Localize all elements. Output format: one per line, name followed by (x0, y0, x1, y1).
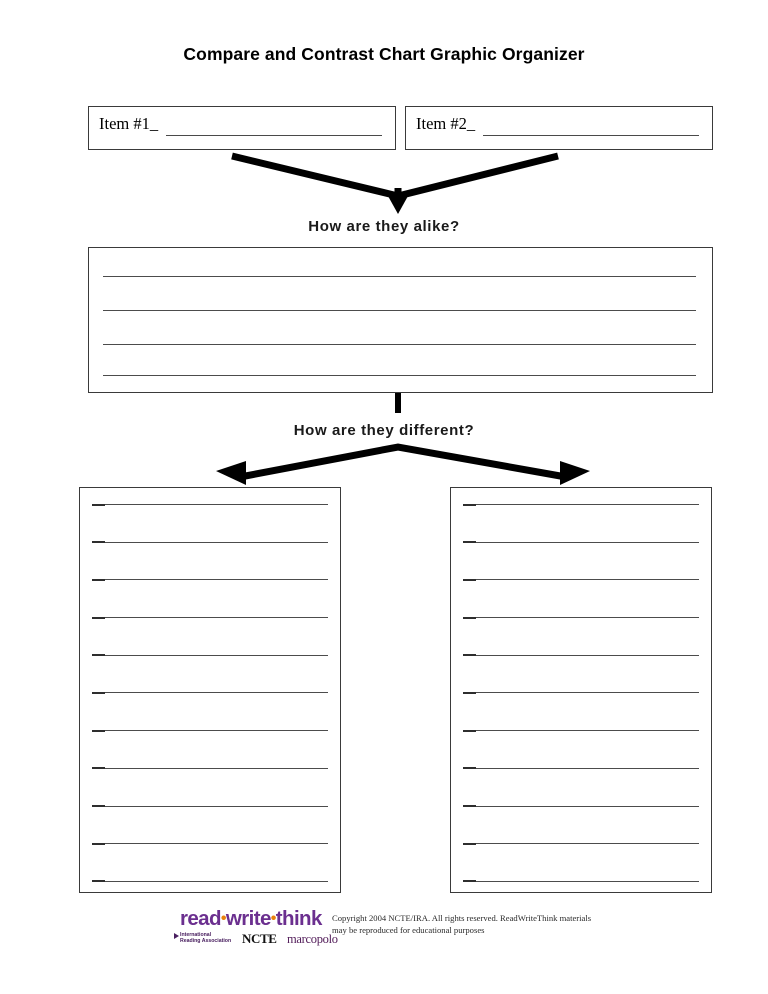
differences-right-write-line-8[interactable] (463, 767, 699, 770)
readwritethink-logo: read•write•think (180, 908, 332, 930)
differences-right-write-line-11[interactable] (463, 880, 699, 883)
item-2-label: Item #2_ (416, 114, 476, 133)
differences-right-write-line-7[interactable] (463, 729, 699, 732)
alike-answer-box[interactable] (88, 247, 713, 393)
item-2-write-line[interactable] (483, 135, 699, 136)
ira-logo-text: International Reading Association (180, 932, 232, 944)
differences-left-write-line-7[interactable] (92, 729, 328, 732)
differences-right-lines (463, 503, 699, 883)
differences-left-write-line-2[interactable] (92, 541, 328, 544)
alike-write-line-2[interactable] (103, 310, 696, 311)
diverging-arrow-icon (216, 393, 590, 485)
differences-right-box[interactable] (450, 487, 712, 893)
differences-right-write-line-5[interactable] (463, 654, 699, 657)
alike-write-line-4[interactable] (103, 375, 696, 376)
copyright-text: Copyright 2004 NCTE/IRA. All rights rese… (332, 913, 592, 935)
converging-arrow-icon (231, 152, 559, 214)
page-title: Compare and Contrast Chart Graphic Organ… (183, 44, 585, 64)
differences-left-write-line-5[interactable] (92, 654, 328, 657)
question-alike-label: How are they alike? (308, 218, 460, 235)
differences-left-box[interactable] (79, 487, 341, 893)
differences-left-write-line-4[interactable] (92, 616, 328, 619)
question-different-label: How are they different? (293, 422, 475, 439)
differences-right-write-line-10[interactable] (463, 842, 699, 845)
readwritethink-wordmark: read•write•think (180, 908, 332, 930)
logo-dot-icon-2: • (270, 910, 277, 927)
item-1-box[interactable]: Item #1_ (88, 106, 396, 150)
differences-left-lines (92, 503, 328, 883)
alike-write-line-1[interactable] (103, 276, 696, 277)
marcopolo-logo-text: marcopolo (287, 932, 338, 946)
logo-word-write: write (225, 907, 271, 930)
differences-right-write-line-4[interactable] (463, 616, 699, 619)
footer-partner-logos: International Reading Association NCTE m… (174, 931, 600, 947)
logo-word-read: read (180, 907, 222, 930)
differences-left-write-line-6[interactable] (92, 692, 328, 695)
item-2-box[interactable]: Item #2_ (405, 106, 713, 150)
differences-left-write-line-1[interactable] (92, 503, 328, 506)
differences-left-write-line-8[interactable] (92, 767, 328, 770)
differences-right-write-line-2[interactable] (463, 541, 699, 544)
differences-left-write-line-3[interactable] (92, 578, 328, 581)
ncte-logo-text: NCTE (242, 931, 277, 946)
differences-right-write-line-6[interactable] (463, 692, 699, 695)
logo-dot-icon-1: • (220, 910, 227, 927)
differences-right-write-line-3[interactable] (463, 578, 699, 581)
alike-write-line-3[interactable] (103, 344, 696, 345)
differences-right-write-line-9[interactable] (463, 805, 699, 808)
ira-arrow-icon (174, 933, 179, 939)
differences-left-write-line-11[interactable] (92, 880, 328, 883)
differences-right-write-line-1[interactable] (463, 503, 699, 506)
differences-left-write-line-10[interactable] (92, 842, 328, 845)
item-1-write-line[interactable] (166, 135, 382, 136)
footer: read•write•think International Reading A… (174, 908, 600, 954)
logo-word-think: think (275, 907, 323, 930)
item-1-label: Item #1_ (99, 114, 159, 133)
differences-left-write-line-9[interactable] (92, 805, 328, 808)
